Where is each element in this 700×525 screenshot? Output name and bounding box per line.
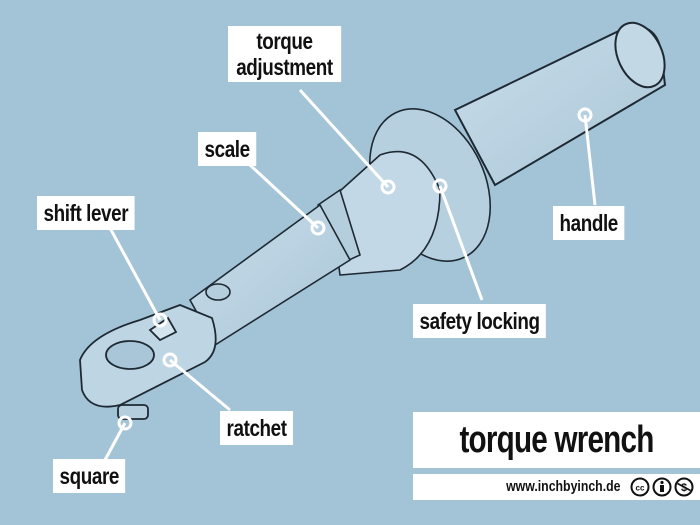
website-link[interactable]: www.inchbyinch.de bbox=[505, 478, 620, 495]
label-handle: handle bbox=[553, 206, 625, 240]
license-icons: cc $ bbox=[630, 477, 694, 497]
non-commercial-icon: $ bbox=[674, 477, 694, 497]
attribution-icon bbox=[652, 477, 672, 497]
wrench-handle bbox=[453, 21, 667, 187]
ratchet-head bbox=[79, 304, 217, 420]
label-torque-adjustment: torque adjustment bbox=[228, 26, 341, 82]
label-torque-adjustment-line2: adjustment bbox=[236, 54, 333, 80]
svg-text:cc: cc bbox=[636, 484, 645, 493]
label-shift-lever: shift lever bbox=[37, 196, 135, 230]
label-torque-adjustment-line1: torque bbox=[256, 28, 313, 54]
label-ratchet: ratchet bbox=[220, 411, 294, 445]
footer-box: www.inchbyinch.de cc $ bbox=[413, 474, 700, 500]
title-box: torque wrench bbox=[413, 412, 700, 468]
label-safety-locking: safety locking bbox=[413, 304, 547, 338]
leader-lines bbox=[103, 88, 597, 461]
svg-text:$: $ bbox=[681, 482, 687, 494]
label-square: square bbox=[53, 459, 126, 493]
label-scale: scale bbox=[198, 132, 257, 166]
leader-dots bbox=[117, 107, 593, 431]
creative-commons-icon: cc bbox=[630, 477, 650, 497]
title: torque wrench bbox=[459, 419, 654, 461]
